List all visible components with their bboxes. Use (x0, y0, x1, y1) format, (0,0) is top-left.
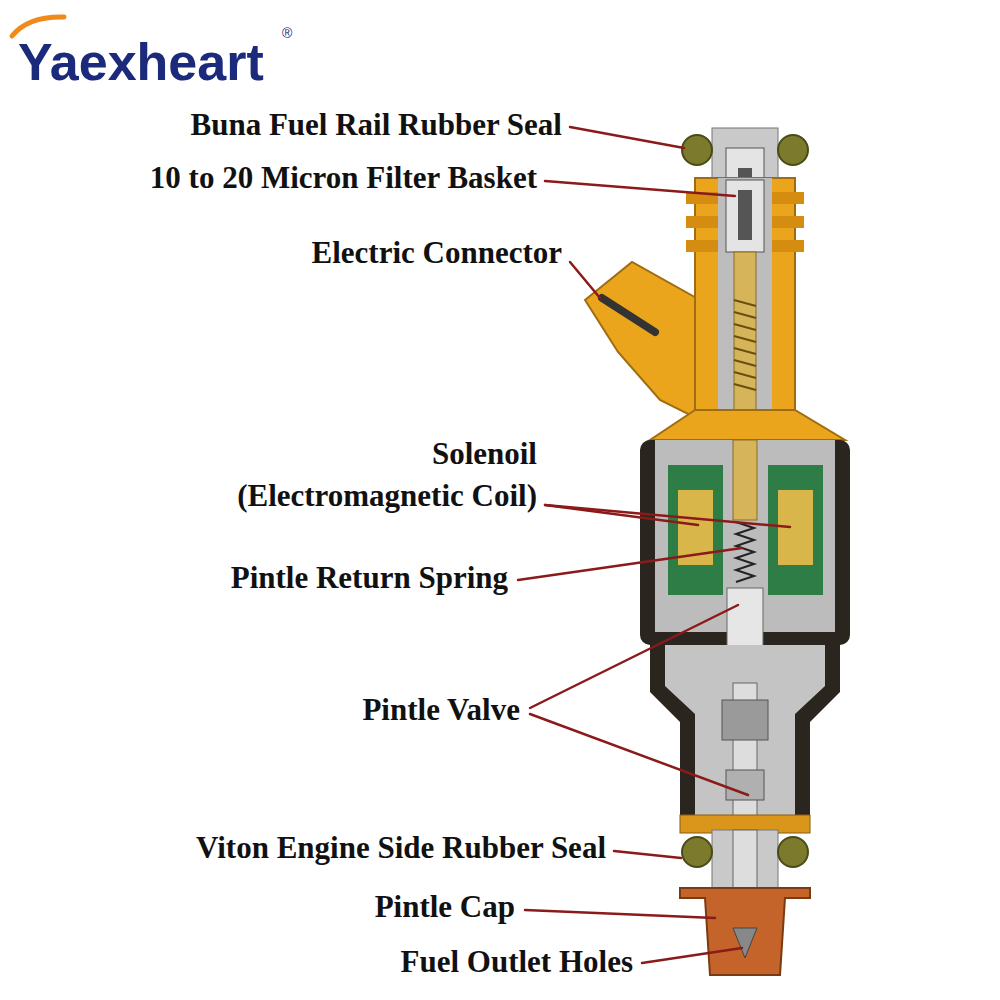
part-label: 10 to 20 Micron Filter Basket (150, 160, 537, 196)
part-label: Pintle Return Spring (231, 560, 508, 596)
part-label: Fuel Outlet Holes (401, 944, 633, 980)
part-label: Electric Connector (312, 235, 562, 271)
part-label: Pintle Cap (375, 889, 515, 925)
trademark-symbol: ® (282, 26, 292, 40)
logo-swoosh (12, 17, 64, 36)
part-label: Buna Fuel Rail Rubber Seal (190, 107, 562, 143)
part-label: Pintle Valve (362, 692, 520, 728)
brand-logo: Yaexheart (18, 36, 264, 88)
part-label: Viton Engine Side Rubber Seal (196, 830, 606, 866)
part-label: Solenoil (Electromagnetic Coil) (217, 433, 537, 517)
